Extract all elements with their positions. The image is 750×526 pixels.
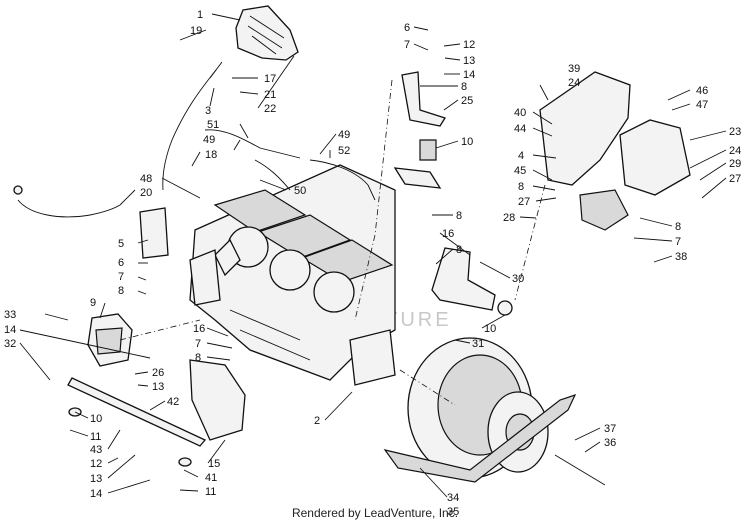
callout-41: 41 bbox=[205, 472, 217, 484]
cable-part bbox=[17, 199, 121, 218]
bracket-30-part bbox=[431, 247, 496, 311]
callout-46: 46 bbox=[696, 85, 708, 97]
callout-16: 16 bbox=[193, 323, 205, 335]
callout-3: 3 bbox=[205, 105, 211, 117]
callout-10: 10 bbox=[90, 413, 102, 425]
drive-belt-part bbox=[383, 393, 577, 483]
callout-16: 16 bbox=[442, 228, 454, 240]
callout-10: 10 bbox=[484, 323, 496, 335]
plate-part bbox=[393, 167, 442, 189]
callout-43: 43 bbox=[90, 444, 102, 456]
callout-12: 12 bbox=[463, 39, 475, 51]
callout-29: 29 bbox=[729, 158, 741, 170]
callout-28: 28 bbox=[503, 212, 515, 224]
callout-26: 26 bbox=[152, 367, 164, 379]
callout-27: 27 bbox=[518, 196, 530, 208]
callout-24: 24 bbox=[729, 145, 741, 157]
callout-14: 14 bbox=[90, 488, 102, 500]
callout-23: 23 bbox=[729, 126, 741, 138]
callout-51: 51 bbox=[207, 119, 219, 131]
callout-47: 47 bbox=[696, 99, 708, 111]
callout-8: 8 bbox=[195, 352, 201, 364]
gasket-part bbox=[139, 207, 169, 259]
callout-7: 7 bbox=[195, 338, 201, 350]
callout-45: 45 bbox=[514, 165, 526, 177]
callout-48: 48 bbox=[140, 173, 152, 185]
callout-21: 21 bbox=[264, 89, 276, 101]
callout-13: 13 bbox=[463, 55, 475, 67]
leader-lines bbox=[19, 13, 727, 498]
front-bracket-part bbox=[189, 359, 246, 441]
bracket-25-part bbox=[401, 71, 446, 127]
callout-14: 14 bbox=[4, 324, 16, 336]
callout-52: 52 bbox=[338, 145, 350, 157]
callout-14: 14 bbox=[463, 69, 475, 81]
callout-22: 22 bbox=[264, 103, 276, 115]
drive-clutch-assembly bbox=[407, 337, 549, 479]
callout-39: 39 bbox=[568, 63, 580, 75]
callout-34: 34 bbox=[447, 492, 459, 504]
mount-plate-part bbox=[67, 377, 207, 447]
callout-30: 30 bbox=[512, 273, 524, 285]
callout-38: 38 bbox=[675, 251, 687, 263]
callout-33: 33 bbox=[4, 309, 16, 321]
callout-19: 19 bbox=[190, 25, 202, 37]
callout-7: 7 bbox=[675, 236, 681, 248]
callout-49: 49 bbox=[338, 129, 350, 141]
callout-9: 9 bbox=[90, 297, 96, 309]
callout-36: 36 bbox=[604, 437, 616, 449]
callout-2: 2 bbox=[314, 415, 320, 427]
callout-40: 40 bbox=[514, 107, 526, 119]
callout-6: 6 bbox=[118, 257, 124, 269]
callout-15: 15 bbox=[208, 458, 220, 470]
callout-5: 5 bbox=[118, 238, 124, 250]
callout-4: 4 bbox=[518, 150, 524, 162]
callout-17: 17 bbox=[264, 73, 276, 85]
callout-11: 11 bbox=[90, 431, 101, 443]
callout-12: 12 bbox=[90, 458, 102, 470]
engine-assembly bbox=[189, 164, 396, 386]
callout-35: 35 bbox=[447, 506, 459, 518]
callout-6: 6 bbox=[404, 22, 410, 34]
mount-arm-part bbox=[539, 71, 631, 186]
callout-50: 50 bbox=[294, 185, 306, 197]
callout-labels: 1 19 17 21 22 3 51 49 18 49 52 50 48 20 … bbox=[4, 9, 741, 518]
callout-42: 42 bbox=[167, 396, 179, 408]
hose-part bbox=[162, 69, 217, 191]
callout-49: 49 bbox=[203, 134, 215, 146]
callout-13: 13 bbox=[152, 381, 164, 393]
callout-44: 44 bbox=[514, 123, 526, 135]
callout-11: 11 bbox=[205, 486, 216, 498]
callout-20: 20 bbox=[140, 187, 152, 199]
callout-8: 8 bbox=[456, 244, 462, 256]
callout-18: 18 bbox=[205, 149, 217, 161]
engine-mount-left bbox=[87, 313, 133, 367]
callout-8: 8 bbox=[456, 210, 462, 222]
air-silencer-part bbox=[235, 5, 299, 61]
callout-27: 27 bbox=[729, 173, 741, 185]
callout-1: 1 bbox=[197, 9, 203, 21]
callout-8: 8 bbox=[675, 221, 681, 233]
callout-8: 8 bbox=[461, 81, 467, 93]
mount-arm-23-part bbox=[619, 119, 691, 196]
footer-credit: Rendered by LeadVenture, Inc. bbox=[291, 506, 459, 520]
callout-24: 24 bbox=[568, 77, 580, 89]
callout-31: 31 bbox=[472, 338, 484, 350]
callout-37: 37 bbox=[604, 423, 616, 435]
callout-32: 32 bbox=[4, 338, 16, 350]
callout-8: 8 bbox=[518, 181, 524, 193]
callout-10: 10 bbox=[461, 136, 473, 148]
callout-25: 25 bbox=[461, 95, 473, 107]
callout-7: 7 bbox=[404, 39, 410, 51]
callout-13: 13 bbox=[90, 473, 102, 485]
callout-8: 8 bbox=[118, 285, 124, 297]
callout-7: 7 bbox=[118, 271, 124, 283]
